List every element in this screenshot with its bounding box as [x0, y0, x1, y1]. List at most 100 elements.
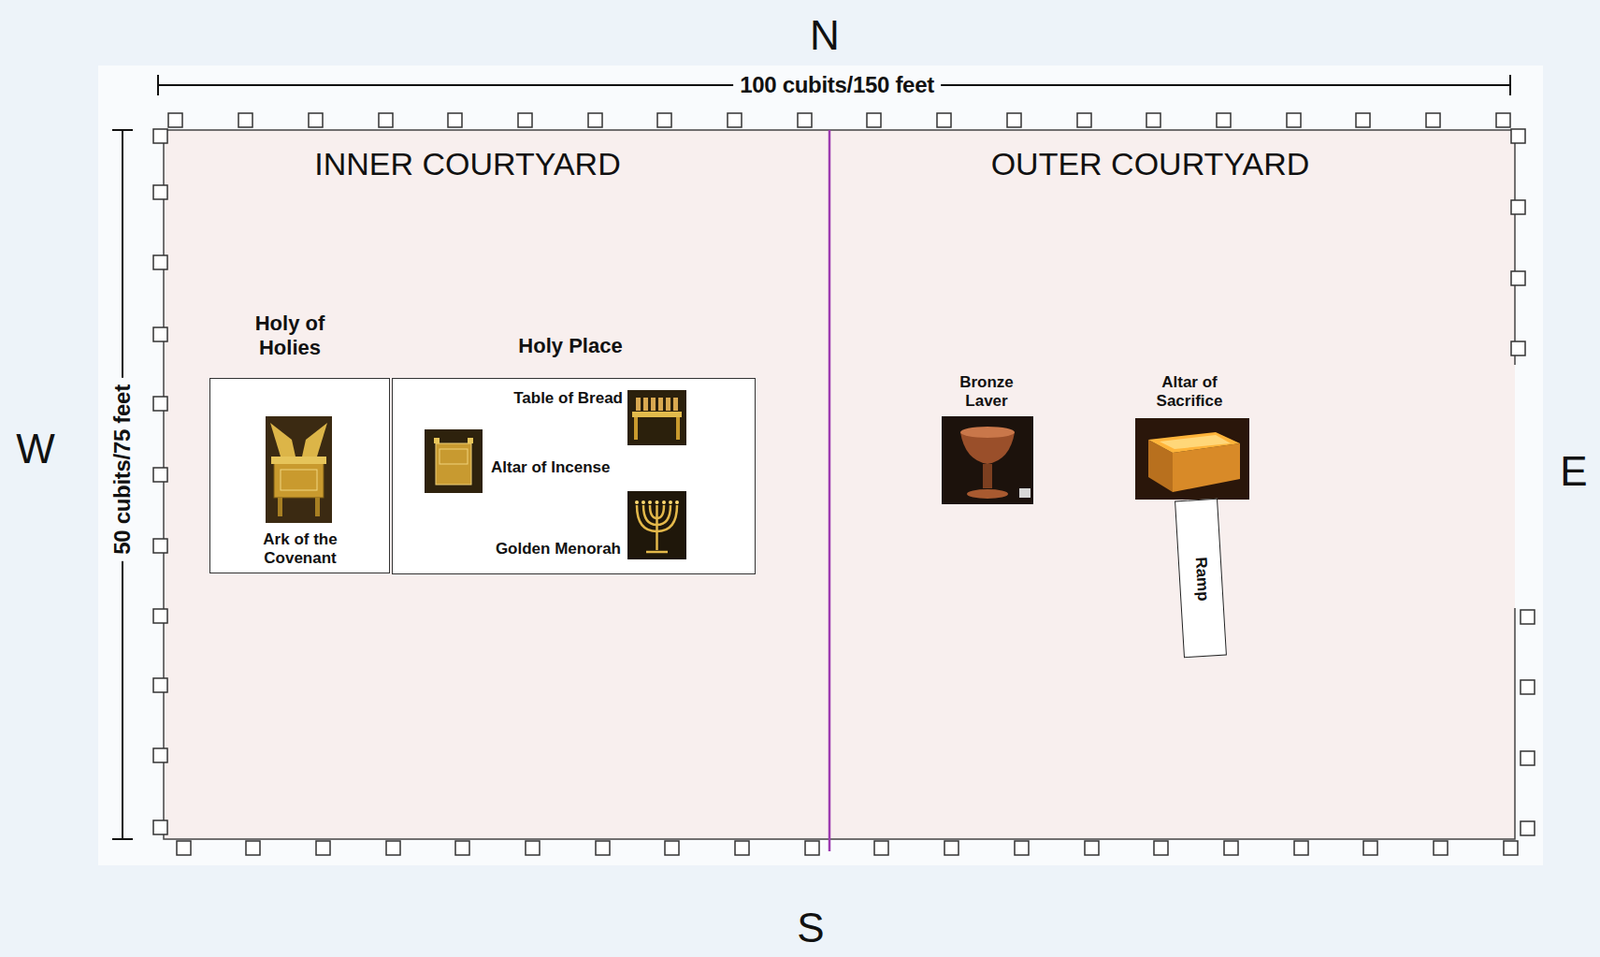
picture-ground	[627, 490, 687, 560]
flame	[648, 500, 652, 505]
divider-line	[828, 129, 832, 851]
post	[245, 840, 260, 855]
post	[595, 840, 610, 855]
picture-ground	[941, 416, 1034, 505]
post	[1355, 113, 1370, 128]
dimension-tick	[112, 837, 133, 840]
menorah-arms	[636, 504, 678, 552]
laver-rim	[960, 426, 1015, 438]
post	[153, 748, 168, 763]
flame	[662, 500, 666, 505]
menorah-arm	[636, 504, 678, 532]
courtyard-ground	[163, 129, 1515, 839]
flame	[655, 500, 660, 505]
post	[1216, 113, 1231, 128]
post	[797, 113, 812, 128]
post	[153, 185, 168, 200]
altar-top	[1148, 432, 1240, 453]
post	[1224, 840, 1239, 855]
post	[525, 840, 540, 855]
post	[447, 113, 462, 128]
altar-horn	[433, 437, 440, 444]
post	[1520, 609, 1535, 624]
post	[1433, 840, 1448, 855]
post	[153, 608, 168, 623]
post	[936, 113, 952, 128]
post	[1426, 113, 1441, 128]
room-title: Holy Place	[476, 333, 664, 359]
furnishing-label: Ark of the Covenant	[239, 530, 361, 568]
post	[1511, 341, 1526, 356]
menorah-picture	[627, 490, 687, 560]
table-top	[632, 411, 682, 418]
post	[805, 840, 820, 855]
ark-lid	[271, 456, 327, 464]
laver-stand	[982, 463, 993, 489]
post	[153, 396, 168, 411]
ark-panel	[280, 469, 318, 491]
ark-chest	[273, 461, 324, 498]
altar-horn	[467, 437, 474, 444]
post	[168, 113, 183, 128]
region-title: OUTER COURTYARD	[944, 144, 1356, 183]
post	[735, 840, 750, 855]
bread-loaf	[643, 397, 649, 411]
picture-tag	[1019, 488, 1031, 498]
picture-ground	[265, 416, 332, 523]
bread-loaf	[665, 397, 671, 411]
compass-letter: W	[15, 428, 56, 470]
menorah-stem	[655, 504, 659, 550]
post	[1146, 113, 1161, 128]
post	[308, 113, 323, 128]
laver-picture	[941, 416, 1034, 505]
furnishing-item: Altar of Sacrifice	[1135, 418, 1250, 500]
dimension-tick	[112, 129, 133, 131]
dimension-tick	[157, 74, 159, 96]
post	[1294, 840, 1309, 855]
panel	[98, 65, 1543, 865]
compass-letter: N	[809, 14, 840, 57]
compass-letter: E	[1559, 450, 1587, 492]
bread-loaf	[650, 397, 656, 411]
post	[386, 840, 401, 855]
post	[238, 113, 253, 128]
post	[1520, 821, 1535, 836]
laver-bowl	[960, 427, 1015, 464]
post	[1286, 113, 1301, 128]
sanctuary-room: Holy of HoliesArk of the Covenant	[209, 377, 390, 574]
post	[153, 538, 168, 553]
bread-loaf	[658, 397, 664, 411]
picture-ground	[424, 429, 483, 493]
altar-body	[435, 443, 472, 485]
post	[1153, 840, 1168, 855]
courtyard-region: Bronze LaverAltar of SacrificeRampOUTER …	[829, 129, 1515, 839]
post	[866, 113, 881, 128]
post	[1496, 113, 1511, 128]
table-picture	[627, 389, 687, 446]
cherub-wing	[302, 422, 328, 457]
ark-foot	[315, 497, 320, 517]
post	[727, 113, 742, 128]
altar-fire	[1159, 434, 1231, 449]
ramp-box: Ramp	[1174, 498, 1227, 658]
post	[1077, 113, 1092, 128]
sanctuary-room: Holy PlaceTable of BreadAltar of Incense…	[391, 377, 756, 575]
flame	[675, 500, 679, 505]
post	[944, 840, 959, 855]
post	[1520, 679, 1535, 694]
courtyard-wall	[163, 129, 1515, 839]
post	[153, 820, 168, 835]
table-leg	[676, 417, 680, 440]
post	[1014, 840, 1029, 855]
post	[153, 467, 168, 482]
posts	[153, 113, 1535, 855]
ramp-label: Ramp	[1190, 545, 1213, 612]
post	[176, 840, 191, 855]
table-leg	[634, 417, 638, 440]
room-fill	[391, 377, 756, 575]
post	[874, 840, 889, 855]
flame	[634, 500, 639, 505]
